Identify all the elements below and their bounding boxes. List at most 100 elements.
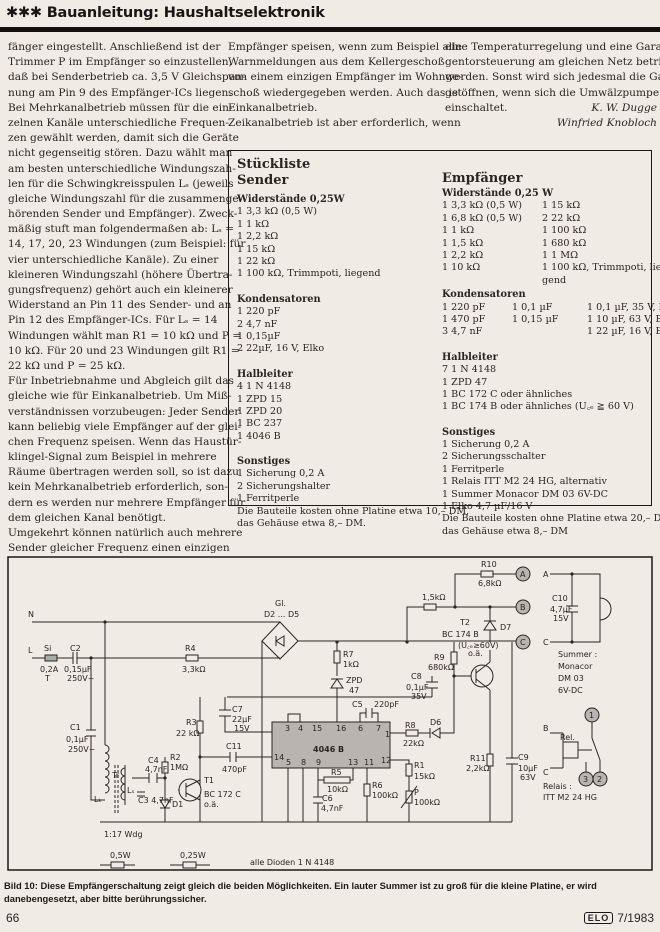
text-line: 1 0,1 µF, 35 V, Elko [587,301,660,313]
resistor-r2 [161,761,169,774]
text-line: 1 Elko 4,7 µF/16 V [442,501,533,513]
text-line: am besten unterschiedliche Windungszah- [8,162,236,175]
text-line: 2 4,7 nF [237,318,278,330]
text-line: kein Mehrkanalbetrieb erforderlich, son- [8,481,229,494]
text-line: 1 680 kΩ [542,237,587,249]
text-line: mäßig stuft man folgendermaßen ab: Lₛ = [8,223,235,236]
wires [32,573,601,823]
text-line: fänger eingestellt. Anschließend ist der [8,41,221,53]
label-r7-val: 1kΩ [343,660,359,669]
pin-11: 11 [364,758,374,767]
diode-d6 [429,727,441,739]
sender-semi-heading: Halbleiter [237,368,293,380]
text-line: eine Temperaturregelung und eine Gara- [445,41,660,53]
text-line: 1 15 kΩ [237,243,276,255]
text-line: das Gehäuse etwa 8,– DM. [237,518,366,530]
text-line: 1 3,3 kΩ (0,5 W) [442,200,522,212]
text-line: Windungen wählt man R1 = 10 kΩ und P = [8,329,242,342]
label-c7: C7 [232,705,243,714]
label-c3: C3 4,7nF [138,796,174,805]
text-line: 1 100 kΩ, Trimmpoti, liegend [237,268,381,280]
label-l: L [28,646,33,655]
text-line: 1 ZPD 20 [237,405,283,417]
receiver-schematic: N L Si 0,2A T C2 0,15µF 250V~ R4 3,3kΩ G… [7,556,653,871]
text-line: 14, 17, 20, 23 Windungen (zum Beispiel: … [8,238,246,251]
text-line: 2 22µF, 16 V, Elko [237,343,325,355]
text-line: chen Frequenz speisen. Wenn das Haustür- [8,435,242,448]
text-line: gungsfrequenz) gehört auch ein kleinerer [8,284,233,296]
label-r9-val: 680kΩ [428,663,454,672]
text-line: 1 0,1 µF [512,301,553,313]
buzzer-a-label: A [543,570,549,579]
text-line: kleineren Windungszahl (höhere Übertra- [8,268,233,281]
capacitor-c10 [566,605,578,613]
figure-caption: Bild 10: Diese Empfängerschaltung zeigt … [4,880,597,904]
text-line: 1 15 kΩ [542,200,581,212]
label-r3: R3 [186,718,197,727]
label-t2-type: BC 174 B [442,630,479,639]
terminal-c-label: C [520,638,526,647]
capacitor-c3 [137,791,145,797]
text-line: gleiche wie für Einkanalbetrieb. Um Miß- [8,390,232,403]
relay-pin-2-label: 2 [597,775,602,784]
label-relais-type: ITT M2 24 HG [543,793,597,802]
pin-6: 6 [358,724,363,733]
text-line: 1 220 pF [237,306,281,318]
header-rule [0,27,660,32]
schematic-frame [7,556,653,871]
label-c8-v: 35V [411,692,427,701]
capacitor-c9 [506,757,518,765]
label-c5-val: 220pF [374,700,399,709]
text-line: Empfänger speisen, wenn zum Beispiel all… [228,41,462,53]
label-c8: C8 [411,672,422,681]
capacitor-c11 [229,752,237,762]
text-line: schoß wiedergegeben werden. Auch das ist [228,86,462,99]
section-title: ✱✱✱ Bauanleitung: Haushaltselektronik [6,5,325,21]
text-line: gentorsteuerung am gleichen Netz betrieb… [445,56,660,69]
label-c9: C9 [518,753,529,762]
pin-16: 16 [336,724,346,733]
label-d6: D6 [430,718,441,727]
pin-1: 1 [385,730,390,739]
label-r10: R10 [481,560,497,569]
label-summer-0: Summer : [558,650,597,659]
label-p: P [414,788,419,797]
text-line: 10 kΩ. Für 20 und 23 Windungen gilt R1 = [8,344,240,357]
sender-caps-heading: Kondensatoren [237,293,321,305]
relay-b-label: B [543,724,549,733]
label-gl: Gl. [275,599,286,608]
text-line: Für Inbetriebnahme und Abgleich gilt das [8,375,234,388]
label-d1: D1 [172,800,183,809]
receiver-cost: Die Bauteile kosten ohne Platine etwa 20… [442,513,660,538]
author-knobloch: Winfried Knobloch [556,116,657,129]
text-line: nicht gegenseitig stören. Dazu wählt man [8,147,233,160]
sender-title: Sender [237,173,289,188]
text-line: 1 Relais ITT M2 24 HG, alternativ [442,476,607,488]
text-line: 1 Sicherung 0,2 A [237,468,325,480]
text-line: gend [542,274,567,286]
relay-pin-3 [578,771,594,787]
transistor-t1 [178,778,202,802]
label-r5: R5 [331,768,342,777]
text-line: 1 3,3 kΩ (0,5 W) [237,206,317,218]
capacitor-c8 [426,681,438,689]
label-r4-val: 3,3kΩ [182,665,205,674]
label-r10-val: 6,8kΩ [478,579,501,588]
sender-cost: Die Bauteile kosten ohne Platine etwa 10… [237,506,469,531]
text-line: kann beliebig viele Empfänger auf der gl… [8,420,242,433]
capacitor-c1 [86,729,96,737]
label-ratio: 1:17 Wdg [104,830,143,839]
label-summer-3: 6V-DC [558,686,583,695]
pin-5: 5 [286,758,291,767]
text-line: von einem einzigen Empfänger im Wohnge- [228,71,463,84]
text-line: Die Bauteile kosten ohne Platine etwa 20… [442,513,660,525]
label-tr: Tr [111,771,120,780]
label-c11: C11 [226,742,242,751]
text-line: 1 ZPD 15 [237,393,283,405]
label-c2-v: 250V~ [67,674,94,683]
parts-list-sender: Stückliste Sender Widerstände 0,25W 1 3,… [237,157,469,530]
pin-15: 15 [312,724,322,733]
text-line: Bei Mehrkanalbetrieb müssen für die ein- [8,101,233,114]
